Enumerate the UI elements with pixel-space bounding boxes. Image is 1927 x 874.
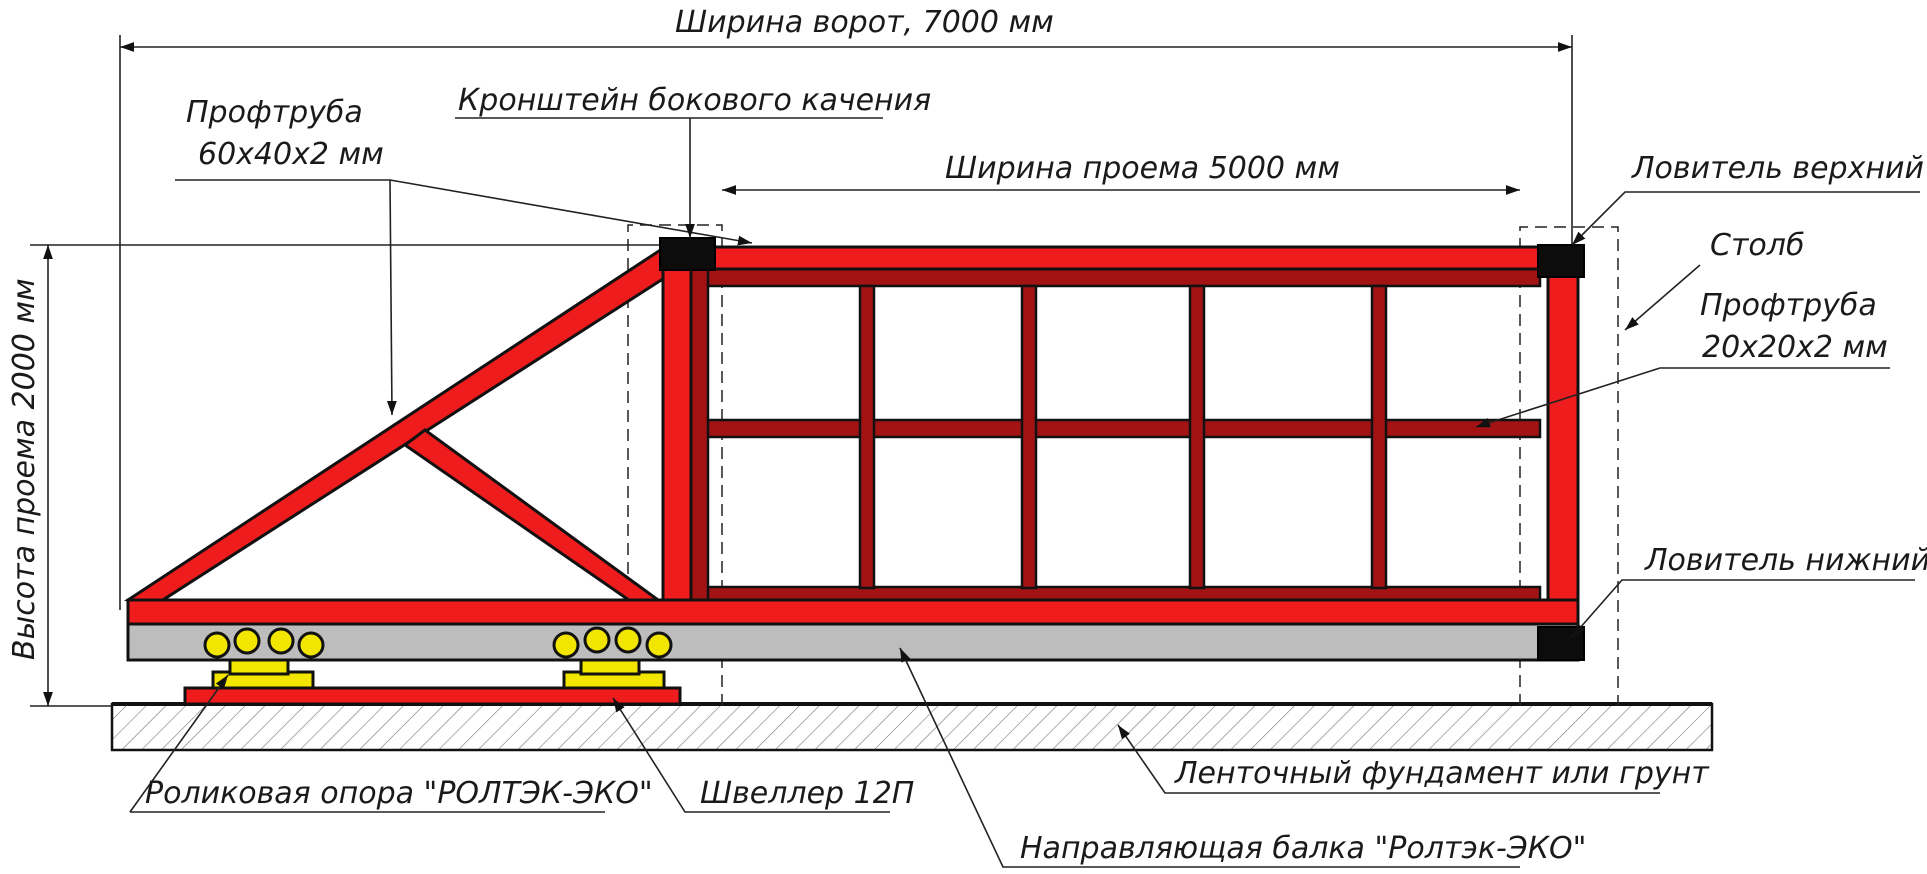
- roller-support-leader: [129, 674, 229, 813]
- guide-beam: [126, 622, 1580, 662]
- catcher-bottom-leader: [1571, 579, 1915, 638]
- opening-height-label: Высота проема 2000 мм: [7, 278, 42, 660]
- channel-base: [183, 686, 682, 706]
- pipe20-leader: [1475, 367, 1890, 428]
- post-label: Столб: [1710, 228, 1804, 263]
- catcher-top-label: Ловитель верхний: [1631, 151, 1924, 186]
- catcher-top-block-icon: [1537, 244, 1585, 278]
- pipe20-label-line2: 20х20х2 мм: [1702, 330, 1888, 365]
- outer-frame: [124, 244, 1580, 626]
- inner-sash: [688, 266, 1542, 607]
- foundation-strip: [110, 702, 1714, 752]
- roller-icon: [583, 626, 611, 654]
- roller-icon: [645, 631, 673, 659]
- pipe60-label-line2: 60х40х2 мм: [198, 137, 384, 172]
- channel-leader: [612, 697, 890, 813]
- roller-support-2: [552, 626, 673, 690]
- pipe20-label-line1: Профтруба: [1700, 288, 1877, 323]
- roller-icon: [297, 631, 325, 659]
- catcher-bottom-label: Ловитель нижний: [1644, 543, 1927, 578]
- opening-width-label: Ширина проема 5000 мм: [945, 151, 1340, 186]
- roller-support-label: Роликовая опора "РОЛТЭК-ЭКО": [145, 776, 653, 811]
- pipe60-leader-branch: [389, 179, 753, 246]
- gate-width-label: Ширина ворот, 7000 мм: [675, 5, 1054, 40]
- guide-beam-label: Направляющая балка "Ролтэк-ЭКО": [1020, 831, 1586, 866]
- pipe60-label-line1: Профтруба: [186, 95, 363, 130]
- foundation-leader: [1117, 724, 1660, 794]
- right-post-outline: [1519, 226, 1619, 706]
- roller-icon: [267, 627, 295, 655]
- roller-icon: [614, 626, 642, 654]
- roller-support-1: [203, 627, 325, 690]
- guide-beam-leader: [899, 647, 1520, 868]
- post-leader: [1624, 264, 1701, 331]
- side-bracket-label: Кронштейн бокового качения: [458, 83, 931, 118]
- catcher-top-leader: [1571, 191, 1920, 246]
- pipe60-leader: [175, 179, 397, 416]
- roller-icon: [233, 627, 261, 655]
- side-bracket-block-icon: [659, 237, 716, 271]
- foundation-label: Ленточный фундамент или грунт: [1174, 756, 1710, 791]
- roller-icon: [203, 631, 231, 659]
- roller-icon: [552, 631, 580, 659]
- channel-label: Швеллер 12П: [700, 776, 914, 811]
